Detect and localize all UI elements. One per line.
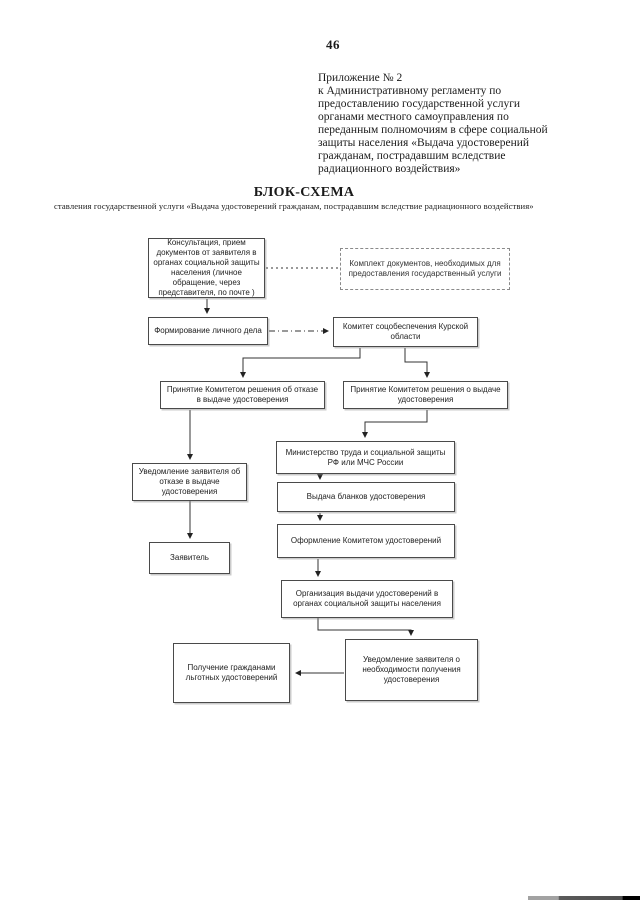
page-title: БЛОК-СХЕМА [253, 185, 355, 200]
connector-organization-receiptnotice [317, 618, 414, 636]
appendix-reference: Приложение № 2 к Административному регла… [318, 72, 548, 175]
node-ministry: Министерство труда и социальной защиты Р… [276, 441, 455, 474]
page-number: 46 [326, 37, 340, 52]
connector-issue-ministry [362, 410, 428, 438]
page-subtitle: ставления государственной услуги «Выдача… [54, 201, 534, 211]
node-refusal-notice: Уведомление заявителя об отказе в выдаче… [132, 463, 247, 501]
connector-committee-issue [404, 348, 430, 378]
node-committee: Комитет соцобеспечения Курской области [333, 317, 478, 347]
node-certificate-processing: Оформление Комитетом удостоверений [277, 524, 455, 558]
node-issue-organization: Организация выдачи удостоверений в орган… [281, 580, 453, 618]
node-refusal-decision: Принятие Комитетом решения об отказе в в… [160, 381, 325, 409]
node-blank-issue: Выдача бланков удостоверения [277, 482, 455, 512]
node-receipt-notice: Уведомление заявителя о необходимости по… [345, 639, 478, 701]
node-citizens-receipt: Получение гражданами льготных удостовере… [173, 643, 290, 703]
node-consultation: Консультация, прием документов от заявит… [148, 238, 265, 298]
node-issue-decision: Принятие Комитетом решения о выдаче удос… [343, 381, 508, 409]
node-applicant: Заявитель [149, 542, 230, 574]
node-documents-package: Комплект документов, необходимых для пре… [340, 248, 510, 290]
node-personal-file: Формирование личного дела [148, 317, 268, 345]
connector-committee-refusal [240, 348, 361, 378]
scan-artifact-bar [528, 896, 640, 900]
